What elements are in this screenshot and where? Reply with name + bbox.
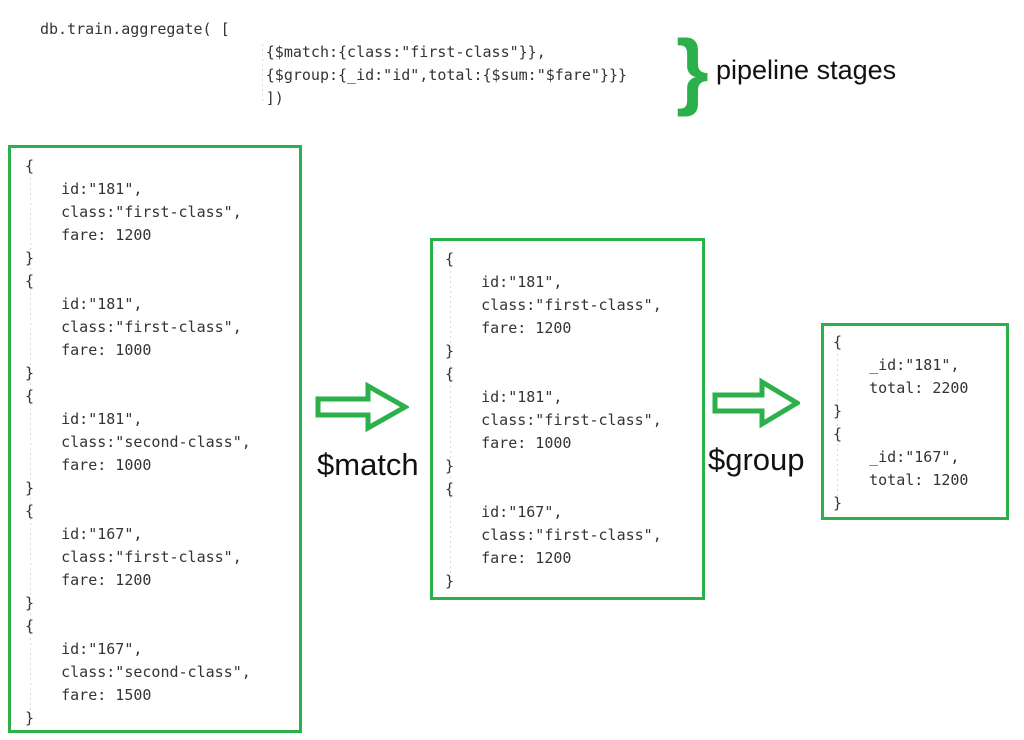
grouped-result-box: { _id:"181", total: 2200 } { _id:"167", … (821, 323, 1009, 520)
pipeline-stages-brace: } (676, 23, 709, 117)
indent-guide (262, 44, 263, 102)
matched-documents-box: { id:"181", class:"first-class", fare: 1… (430, 238, 705, 600)
matched-documents-text: { id:"181", class:"first-class", fare: 1… (445, 250, 662, 590)
pipeline-stages-label: pipeline stages (716, 55, 897, 85)
input-documents-text: { id:"181", class:"first-class", fare: 1… (25, 157, 251, 727)
group-stage-label: $group (708, 442, 805, 477)
indent-guide (450, 271, 451, 586)
match-arrow-icon (315, 381, 409, 433)
aggregate-query-code: db.train.aggregate( [ {$match:{class:"fi… (40, 20, 627, 107)
indent-guide (837, 354, 838, 509)
indent-guide (30, 178, 31, 718)
match-stage-label: $match (317, 447, 419, 482)
grouped-result-text: { _id:"181", total: 2200 } { _id:"167", … (833, 333, 969, 512)
input-documents-box: { id:"181", class:"first-class", fare: 1… (8, 145, 302, 733)
group-arrow-icon (712, 377, 800, 429)
